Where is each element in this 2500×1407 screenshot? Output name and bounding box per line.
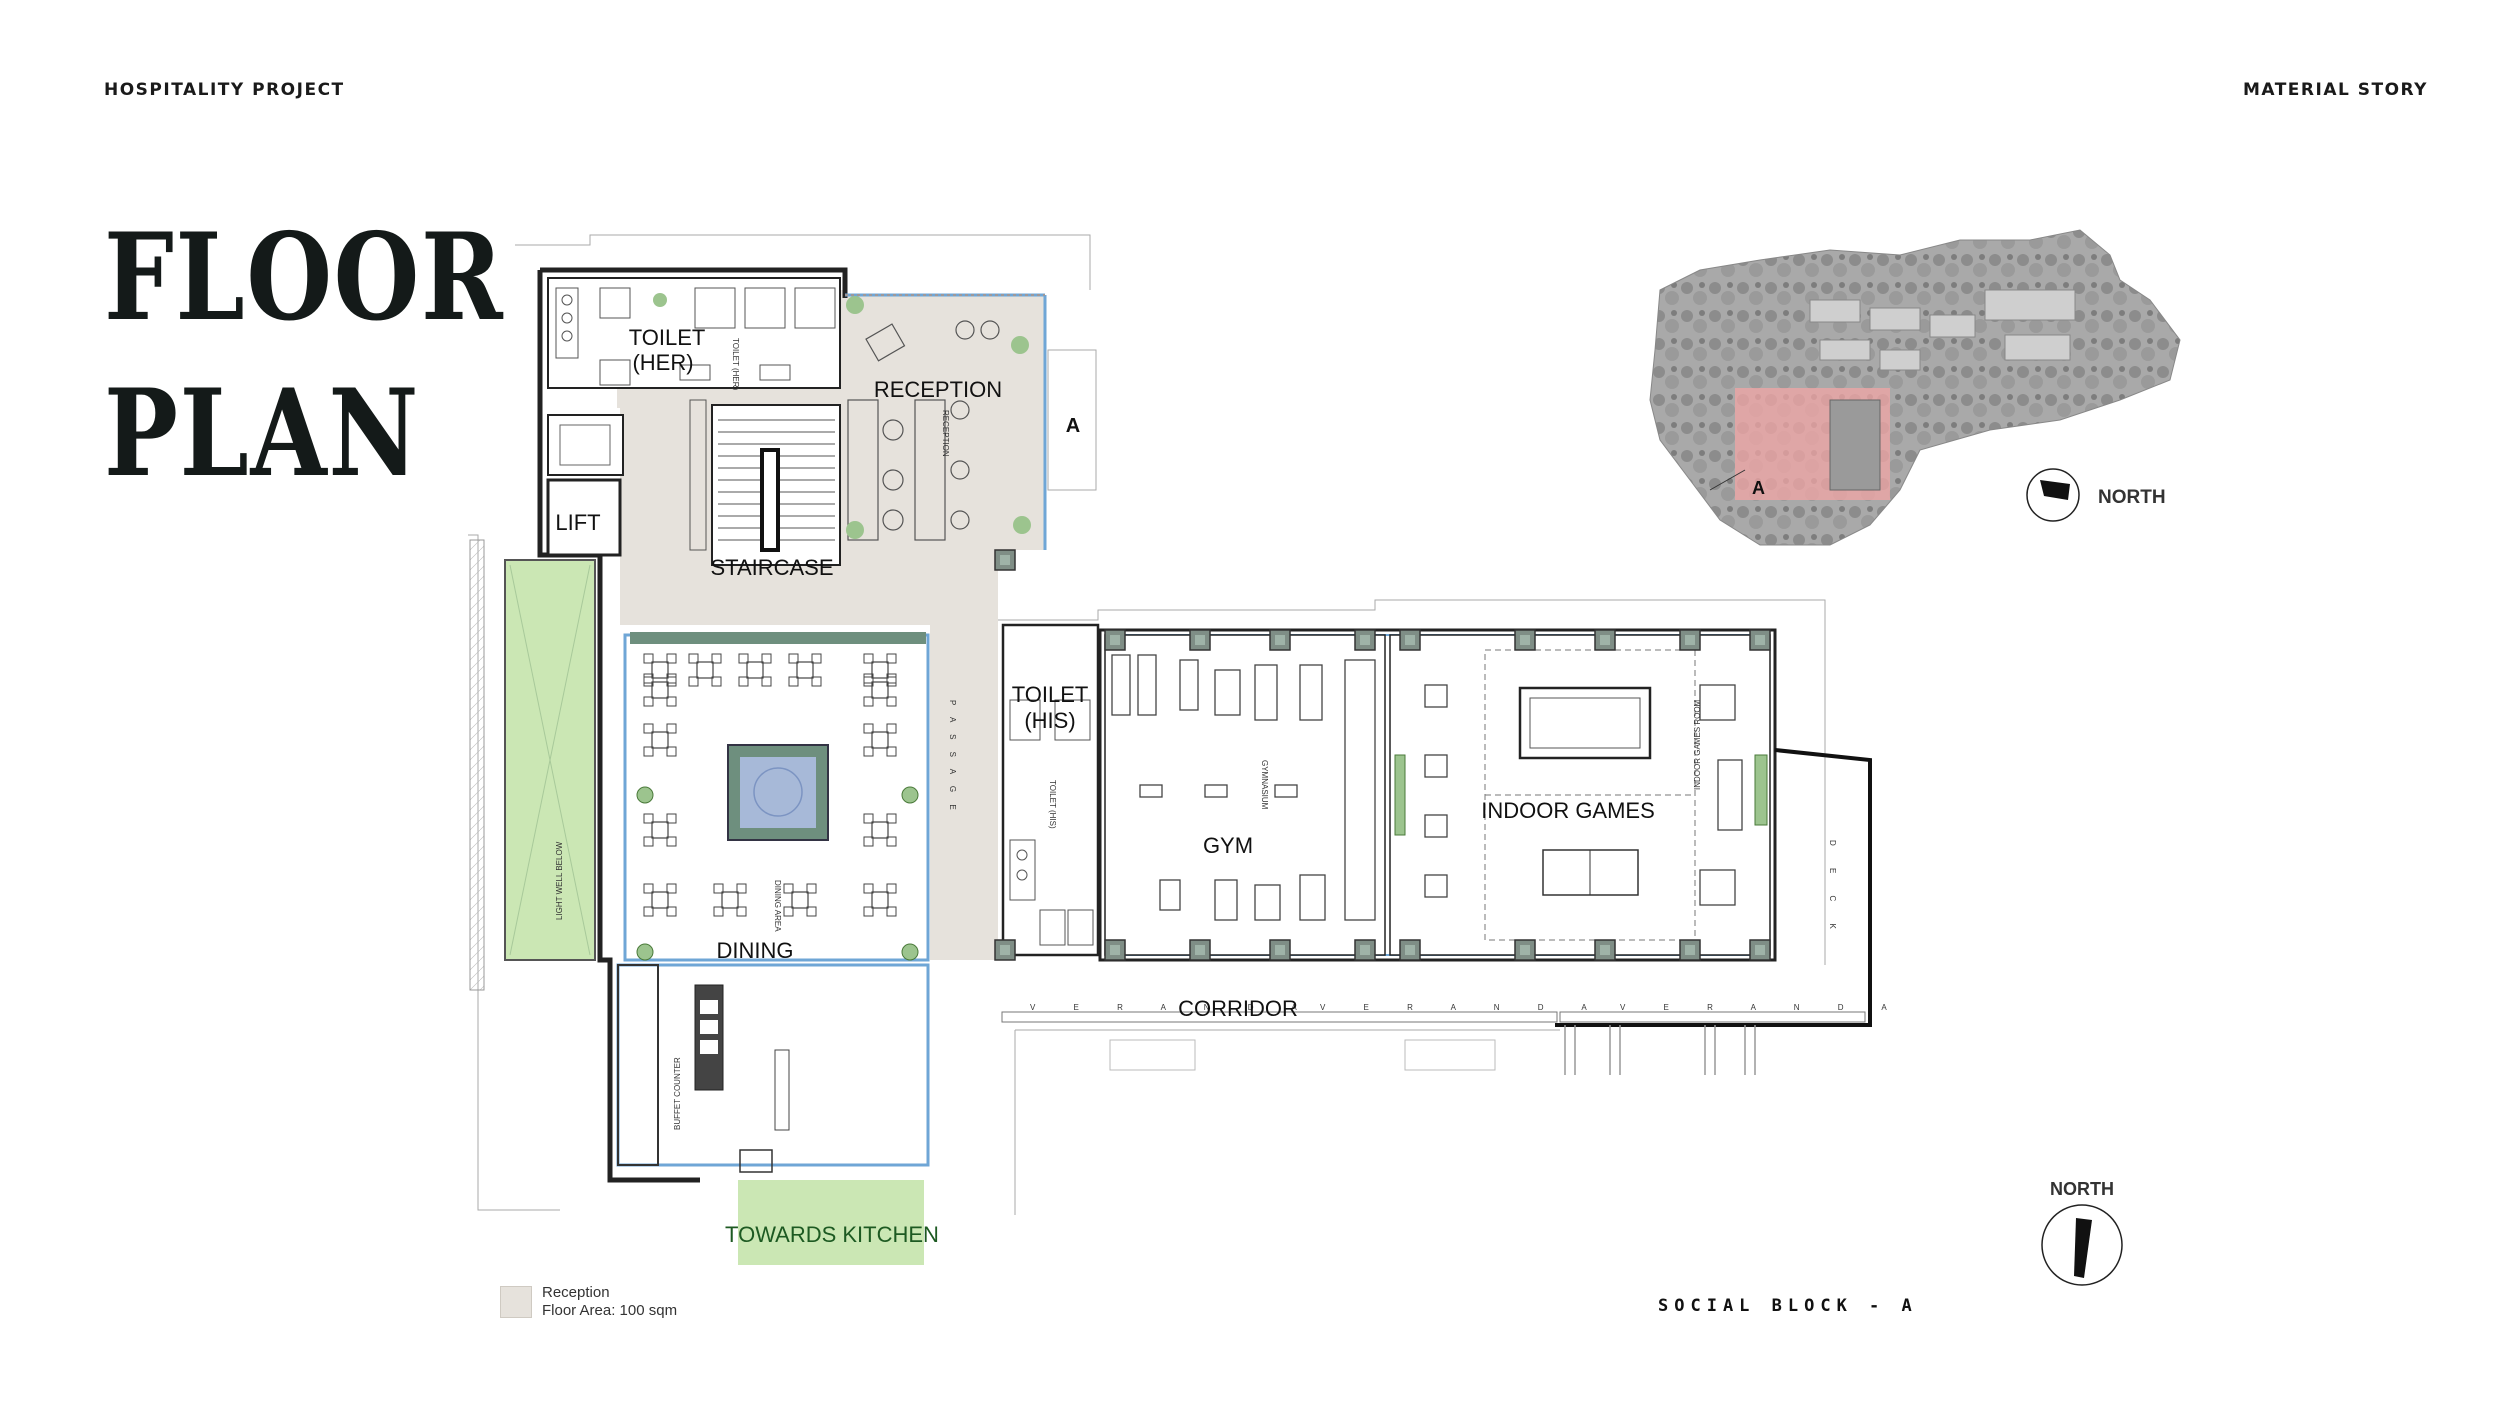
veranda-label-mid: V E R A N D A [1320,1003,1605,1012]
site-outline [515,234,1091,290]
boundary-hatch [469,539,485,991]
west-outer-wall [537,270,700,1183]
legend: Reception Floor Area: 100 sqm [542,1284,677,1320]
north-wall [540,267,848,298]
service-room [547,414,624,476]
towards-kitchen-zone [738,1180,924,1265]
toilet-his-small-label: TOILET (HIS) [1048,780,1057,829]
toilet-his-fixtures [1009,699,1094,946]
toilet-her-room [547,277,841,389]
stair-well [760,448,780,552]
room-indoor-games: INDOOR GAMES [1481,798,1655,823]
stair-railing [689,399,707,551]
room-toilet-her-line1: TOILET [629,325,706,350]
buffet-counter-block [617,964,659,1166]
lift-shaft [546,478,622,557]
gym-room [1104,634,1386,956]
room-toilet-his-line2: (HIS) [1024,708,1075,733]
room-towards-kitchen: TOWARDS KITCHEN [725,1222,939,1247]
light-well-label: LIGHT WELL BELOW [555,841,564,920]
buffet-counter-label: BUFFET COUNTER [673,1057,682,1130]
room-corridor: CORRIDOR [1178,996,1298,1021]
veranda-label-west: V E R A N D A [1030,1003,1315,1012]
service-fixture [559,424,611,466]
dining-plants [636,786,919,961]
gymnasium-small-label: GYMNASIUM [1260,760,1269,810]
section-marker-frame [1047,349,1097,491]
legend-line-1: Reception [542,1284,610,1301]
gym-equipment [1111,654,1376,921]
reception-furniture [847,320,1000,541]
room-staircase: STAIRCASE [710,555,833,580]
passage-label: P A S S A G E [948,700,957,815]
gym-games-planter [1394,754,1406,836]
dining-south [616,963,930,1167]
toilet-her-small-label: TOILET (HER) [731,338,740,390]
room-toilet-her-line2: (HER) [632,350,693,375]
east-block-site-line [998,599,1826,965]
veranda-strip-east [1559,1011,1866,1023]
room-toilet-his-line1: TOILET [1012,682,1089,707]
page-title-line-1: FLOOR [104,207,505,348]
deck-label: D E C K [1828,840,1837,939]
room-reception: RECEPTION [874,377,1002,402]
reception-small-label: RECEPTION [941,410,950,457]
room-gym: GYM [1203,833,1253,858]
deck-outline [1555,748,1872,1027]
room-lift: LIFT [555,510,600,535]
north-arrow-icon [2041,1204,2123,1286]
kitchen-door [739,1149,773,1173]
pool-table [1518,686,1652,760]
key-plan-north-icon [2026,468,2080,522]
section-marker-a: A [1066,415,1080,437]
dining-planter [630,632,926,644]
games-planter [1754,754,1768,826]
indoor-games-small-label: INDOOR GAMES ROOM [1693,699,1702,790]
veranda-strip [1001,1011,1558,1023]
north-label: NORTH [2050,1179,2114,1199]
key-plan: A [1649,229,2181,546]
reception-plants [653,293,1031,539]
key-plan-marker-a: A [1752,478,1765,498]
page-title: FLOOR PLAN [104,200,504,512]
legend-line-2: Floor Area: 100 sqm [542,1302,678,1319]
dining-area-small-label: DINING AREA [773,880,782,932]
room-dining: DINING [717,938,794,963]
legend-swatch [500,1286,532,1318]
page-title-line-2: PLAN [104,363,421,504]
toilet-her-fixtures [555,287,836,386]
veranda-label-east: V E R A N D A [1620,1003,1905,1012]
block-name: SOCIAL BLOCK - A [1658,1296,1918,1316]
project-label: HOSPITALITY PROJECT [104,80,345,100]
section-label: MATERIAL STORY [2242,80,2428,100]
key-plan-north-label: NORTH [2098,487,2166,508]
buffet-grill [774,1049,790,1131]
games-tables [1424,684,1743,906]
